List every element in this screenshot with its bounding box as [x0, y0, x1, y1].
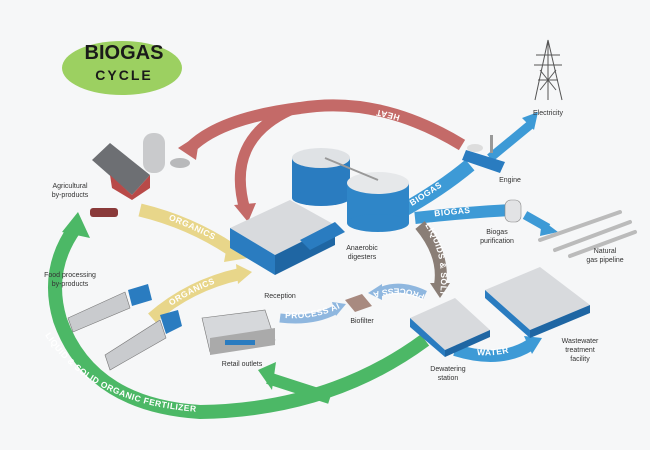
reception-label: Reception [264, 293, 296, 300]
digesters-label-2: digesters [348, 254, 377, 261]
organics-label-2: ORGANICS [167, 276, 216, 308]
agricultural-label-2: by-products [52, 192, 89, 199]
food-label-1: Food processing [44, 272, 96, 279]
retail-outlet-icon [201, 309, 276, 355]
pipeline-icon [538, 210, 637, 258]
title-line2: CYCLE [95, 67, 152, 83]
title-line1: BIOGAS [85, 42, 164, 64]
svg-text:ORGANICS: ORGANICS [167, 276, 216, 308]
svg-text:WATER: WATER [477, 345, 510, 358]
title-badge: BIOGAS CYCLE [62, 41, 182, 95]
purification-label-2: purification [480, 238, 514, 245]
digesters-icon [292, 148, 409, 232]
purification-icon [504, 199, 522, 223]
title-badge-ellipse [62, 41, 182, 95]
purification-label-1: Biogas [486, 229, 508, 236]
biogas-label-2: BIOGAS [434, 205, 471, 218]
reception-building-icon [230, 200, 345, 275]
pipeline-label-1: Natural [594, 248, 617, 255]
digesters-label-1: Anaerobic [346, 245, 378, 252]
retail-label: Retail outlets [222, 361, 263, 368]
wastewater-label-3: facility [570, 356, 590, 363]
electricity-label: Electricity [533, 110, 563, 117]
electricity-tower-icon [534, 39, 563, 101]
dewatering-station-icon [410, 298, 490, 357]
water-label: WATER [477, 345, 509, 358]
small-truck-icon [90, 208, 118, 217]
heat-arrow: HEAT [178, 99, 466, 222]
wastewater-label-2: treatment [565, 347, 595, 354]
water-arrow: WATER [453, 336, 542, 362]
food-trucks-icon [67, 284, 182, 371]
dewatering-label-1: Dewatering [430, 366, 466, 373]
wastewater-facility-icon [485, 267, 590, 338]
pipeline-label-2: gas pipeline [586, 257, 623, 264]
svg-text:BIOGAS: BIOGAS [434, 205, 471, 218]
engine-label: Engine [499, 177, 521, 184]
biofilter-icon [345, 294, 372, 312]
farm-barn-icon [92, 133, 190, 200]
agricultural-label-1: Agricultural [52, 183, 87, 190]
wastewater-label-1: Wastewater [562, 338, 599, 345]
food-label-2: by-products [52, 281, 89, 288]
biofilter-label: Biofilter [350, 318, 374, 325]
dewatering-label-2: station [438, 375, 459, 382]
engine-icon [462, 135, 505, 173]
